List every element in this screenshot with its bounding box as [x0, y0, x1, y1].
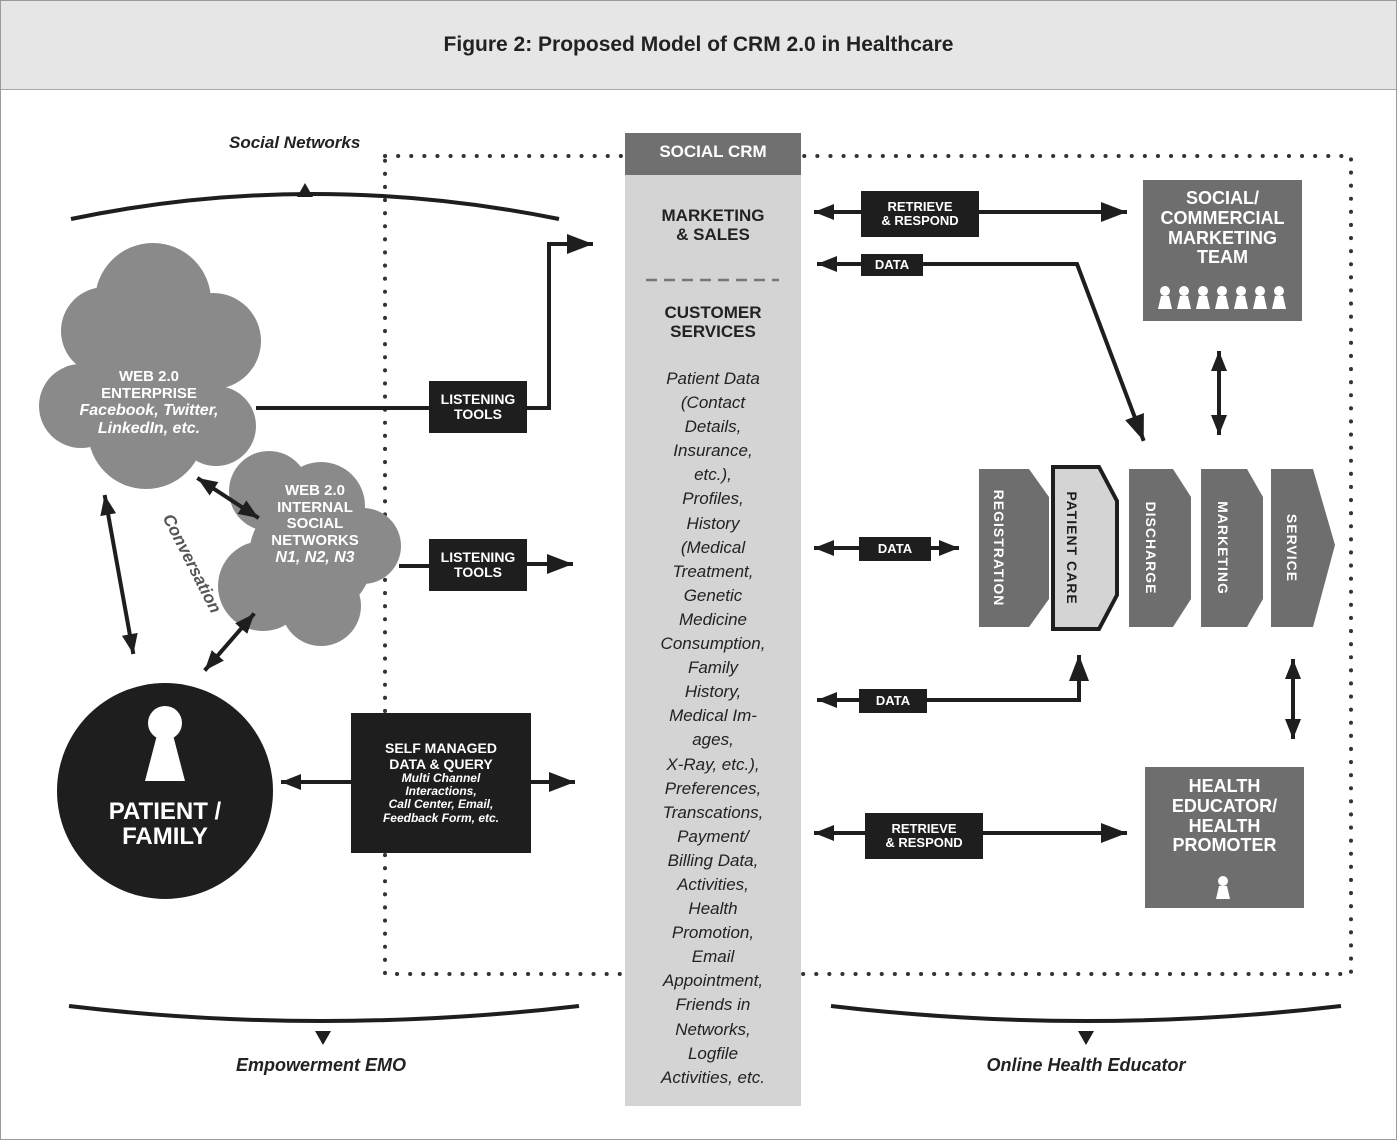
- cloud-internal-detail: N1, N2, N3: [275, 549, 355, 566]
- self-managed-title: SELF MANAGED DATA & QUERY: [385, 740, 497, 772]
- health-educator-label: HEALTH EDUCATOR/ HEALTH PROMOTER: [1171, 776, 1278, 856]
- marketing-team-label: SOCIAL/ COMMERCIAL MARKETING TEAM: [1160, 188, 1285, 268]
- connectors: [100, 202, 1301, 843]
- retrieve-respond-label-1: RETRIEVE & RESPOND: [881, 198, 959, 228]
- step-registration: [979, 469, 1049, 627]
- conversation-label: Conversation: [159, 511, 225, 616]
- cloud-enterprise-title: WEB 2.0 ENTERPRISE: [101, 368, 197, 402]
- label-registration: REGISTRATION: [991, 490, 1007, 607]
- label-service: SERVICE: [1284, 514, 1300, 582]
- data-label-2: DATA: [877, 540, 913, 556]
- crm-header-bar: [625, 133, 801, 175]
- data-label-3: DATA: [875, 692, 911, 708]
- data-label-1: DATA: [874, 256, 910, 272]
- data-box-1: DATA: [861, 254, 923, 276]
- label-patient-care: PATIENT CARE: [1064, 491, 1080, 604]
- cloud-enterprise-text: WEB 2.0 ENTERPRISE Facebook, Twitter, Li…: [49, 368, 249, 437]
- patient-circle: [57, 683, 273, 899]
- online-health-educator-label: Online Health Educator: [986, 1055, 1186, 1075]
- crm-header: SOCIAL CRM: [659, 142, 767, 161]
- label-discharge: DISCHARGE: [1143, 501, 1159, 594]
- cloud-internal-text: WEB 2.0 INTERNAL SOCIAL NETWORKS N1, N2,…: [235, 482, 395, 567]
- empowerment-bracket: [68, 1004, 580, 1023]
- step-marketing: [1201, 469, 1263, 627]
- crm-marketing-sales: MARKETING & SALES: [661, 206, 765, 244]
- listening-tools-box-1: LISTENING TOOLS: [429, 381, 527, 433]
- step-patient-care: [1051, 465, 1119, 631]
- crm-column: [625, 133, 801, 1106]
- label-marketing: MARKETING: [1215, 501, 1231, 595]
- listening-tools-box-2: LISTENING TOOLS: [429, 539, 527, 591]
- patient-icon: [145, 706, 185, 781]
- person-icon: [1216, 876, 1230, 899]
- cloud-enterprise: [39, 243, 261, 489]
- step-discharge: [1129, 469, 1191, 627]
- online-health-bracket: [830, 1004, 1342, 1023]
- figure-title: Figure 2: Proposed Model of CRM 2.0 in H…: [443, 33, 954, 56]
- data-box-3: DATA: [859, 689, 927, 713]
- data-box-2: DATA: [859, 537, 931, 561]
- crm-customer-details: Patient Data (Contact Details, Insurance…: [660, 369, 766, 1087]
- figure-header: Figure 2: Proposed Model of CRM 2.0 in H…: [1, 1, 1396, 90]
- retrieve-respond-box-1: RETRIEVE & RESPOND: [861, 191, 979, 237]
- patient-label: PATIENT / FAMILY: [108, 798, 222, 851]
- self-managed-detail: Multi Channel Interactions, Call Center,…: [382, 771, 500, 825]
- social-networks-label: Social Networks: [229, 133, 361, 152]
- empowerment-label: Empowerment EMO: [235, 1055, 407, 1075]
- crm-customer-services: CUSTOMER SERVICES: [664, 303, 762, 341]
- retrieve-respond-label-2: RETRIEVE & RESPOND: [885, 820, 963, 850]
- cloud-internal: [218, 451, 401, 646]
- retrieve-respond-box-2: RETRIEVE & RESPOND: [865, 813, 983, 859]
- self-managed-box: SELF MANAGED DATA & QUERY Multi Channel …: [351, 713, 531, 853]
- listening-tools-label-2: LISTENING TOOLS: [440, 548, 516, 580]
- cloud-internal-title: WEB 2.0 INTERNAL SOCIAL NETWORKS: [271, 482, 359, 549]
- social-networks-bracket: [70, 192, 560, 221]
- process-chevrons: [979, 465, 1335, 631]
- cloud-enterprise-detail: Facebook, Twitter, LinkedIn, etc.: [79, 402, 219, 437]
- team-people-icon: [1158, 286, 1286, 309]
- listening-tools-label-1: LISTENING TOOLS: [440, 390, 516, 422]
- step-service: [1271, 469, 1335, 627]
